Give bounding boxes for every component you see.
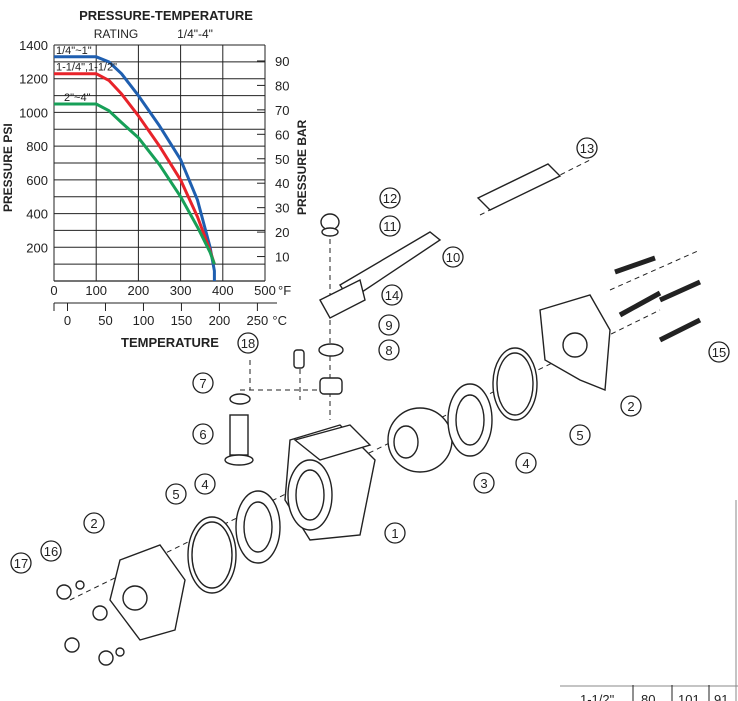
x2-unit: °C: [272, 313, 287, 328]
table-fragment: 1-1/2" 80 101 91: [560, 500, 738, 701]
pressure-temperature-chart: PRESSURE-TEMPERATURE RATING 1/4"-4" PRES…: [1, 8, 309, 350]
legend-label: 1/4"~1": [56, 45, 92, 57]
callout-circle: [192, 372, 214, 394]
callout-number: 13: [580, 141, 594, 156]
x2-tick-label: 50: [98, 313, 112, 328]
callout-circle: [83, 512, 105, 534]
table-cell: 101: [678, 692, 700, 701]
callout-circle: [378, 339, 400, 361]
callout-number: 3: [480, 476, 487, 491]
series-line: [54, 72, 216, 265]
callout-number: 5: [576, 428, 583, 443]
y-tick-label: 1000: [19, 105, 48, 120]
callout-number: 5: [172, 487, 179, 502]
y-tick-label: 800: [26, 139, 48, 154]
legend-label: 1-1/4",1-1/2": [56, 62, 117, 74]
callout-number: 14: [385, 288, 399, 303]
callout-circle: [473, 472, 495, 494]
x2-tick-label: 100: [133, 313, 155, 328]
callout-circle: [165, 483, 187, 505]
x-unit: °F: [278, 283, 291, 298]
callout-number: 18: [241, 336, 255, 351]
x-tick-label: 500: [254, 283, 276, 298]
callout-number: 4: [522, 456, 529, 471]
chart-subtitle: RATING: [94, 27, 138, 41]
exploded-valve-drawing: [56, 159, 702, 666]
callout-circle: [576, 137, 598, 159]
callout-number: 7: [199, 376, 206, 391]
table-cell: 80: [641, 692, 655, 701]
y2-tick-label: 50: [275, 152, 289, 167]
y-tick-label: 400: [26, 207, 48, 222]
callout-circle: [569, 424, 591, 446]
callout-number: 11: [383, 219, 397, 234]
y-tick-label: 200: [26, 240, 48, 255]
callout-circle: [708, 341, 730, 363]
x-tick-label: 200: [128, 283, 150, 298]
y2-tick-label: 30: [275, 201, 289, 216]
callout-circle: [237, 332, 259, 354]
y-tick-label: 1200: [19, 72, 48, 87]
callout-circle: [378, 314, 400, 336]
callout-circle: [442, 246, 464, 268]
chart-title: PRESSURE-TEMPERATURE: [79, 8, 253, 23]
x2-tick-label: 200: [209, 313, 231, 328]
y2-tick-label: 20: [275, 225, 289, 240]
callout-number: 15: [712, 345, 726, 360]
callout-number: 8: [385, 343, 392, 358]
callout-circle: [384, 522, 406, 544]
callout-circle: [10, 552, 32, 574]
callout-circle: [620, 395, 642, 417]
series-line: [54, 102, 216, 265]
washer: [321, 227, 339, 237]
legend-label: 2"~4": [64, 92, 91, 104]
callout-number: 2: [90, 516, 97, 531]
y2-tick-label: 70: [275, 103, 289, 118]
callout-circle: [381, 284, 403, 306]
callout-circle: [379, 215, 401, 237]
callout-number: 12: [383, 191, 397, 206]
callout-number: 9: [385, 318, 392, 333]
callout-circle: [192, 423, 214, 445]
x2-tick-label: 150: [171, 313, 193, 328]
y2-tick-label: 10: [275, 250, 289, 265]
y2-axis-label: PRESSURE BAR: [295, 119, 309, 215]
y-tick-label: 600: [26, 173, 48, 188]
table-cell: 1-1/2": [580, 692, 615, 701]
x2-tick-label: 250: [247, 313, 269, 328]
x-axis-label: TEMPERATURE: [121, 335, 219, 350]
x-tick-label: 0: [50, 283, 57, 298]
y-tick-label: 1400: [19, 38, 48, 53]
table-cell: 91: [714, 692, 728, 701]
y2-tick-label: 40: [275, 176, 289, 191]
y2-tick-label: 90: [275, 54, 289, 69]
callout-number: 10: [446, 250, 460, 265]
x2-tick-label: 0: [64, 313, 71, 328]
callout-number: 6: [199, 427, 206, 442]
callout-circle: [194, 473, 216, 495]
chart-size-range: 1/4"-4": [177, 27, 213, 41]
callout-number: 16: [44, 544, 58, 559]
callout-number: 1: [391, 526, 398, 541]
y-axis-label: PRESSURE PSI: [1, 123, 15, 212]
callout-number: 17: [14, 556, 28, 571]
y2-tick-label: 60: [275, 127, 289, 142]
callout-circle: [515, 452, 537, 474]
callout-circle: [379, 187, 401, 209]
handle-sleeve: [476, 163, 562, 211]
callout-circle: [40, 540, 62, 562]
callout-number: 4: [201, 477, 208, 492]
y2-tick-label: 80: [275, 78, 289, 93]
x-tick-label: 300: [170, 283, 192, 298]
x-tick-label: 100: [85, 283, 107, 298]
callout-number: 2: [627, 399, 634, 414]
x-tick-label: 400: [212, 283, 234, 298]
